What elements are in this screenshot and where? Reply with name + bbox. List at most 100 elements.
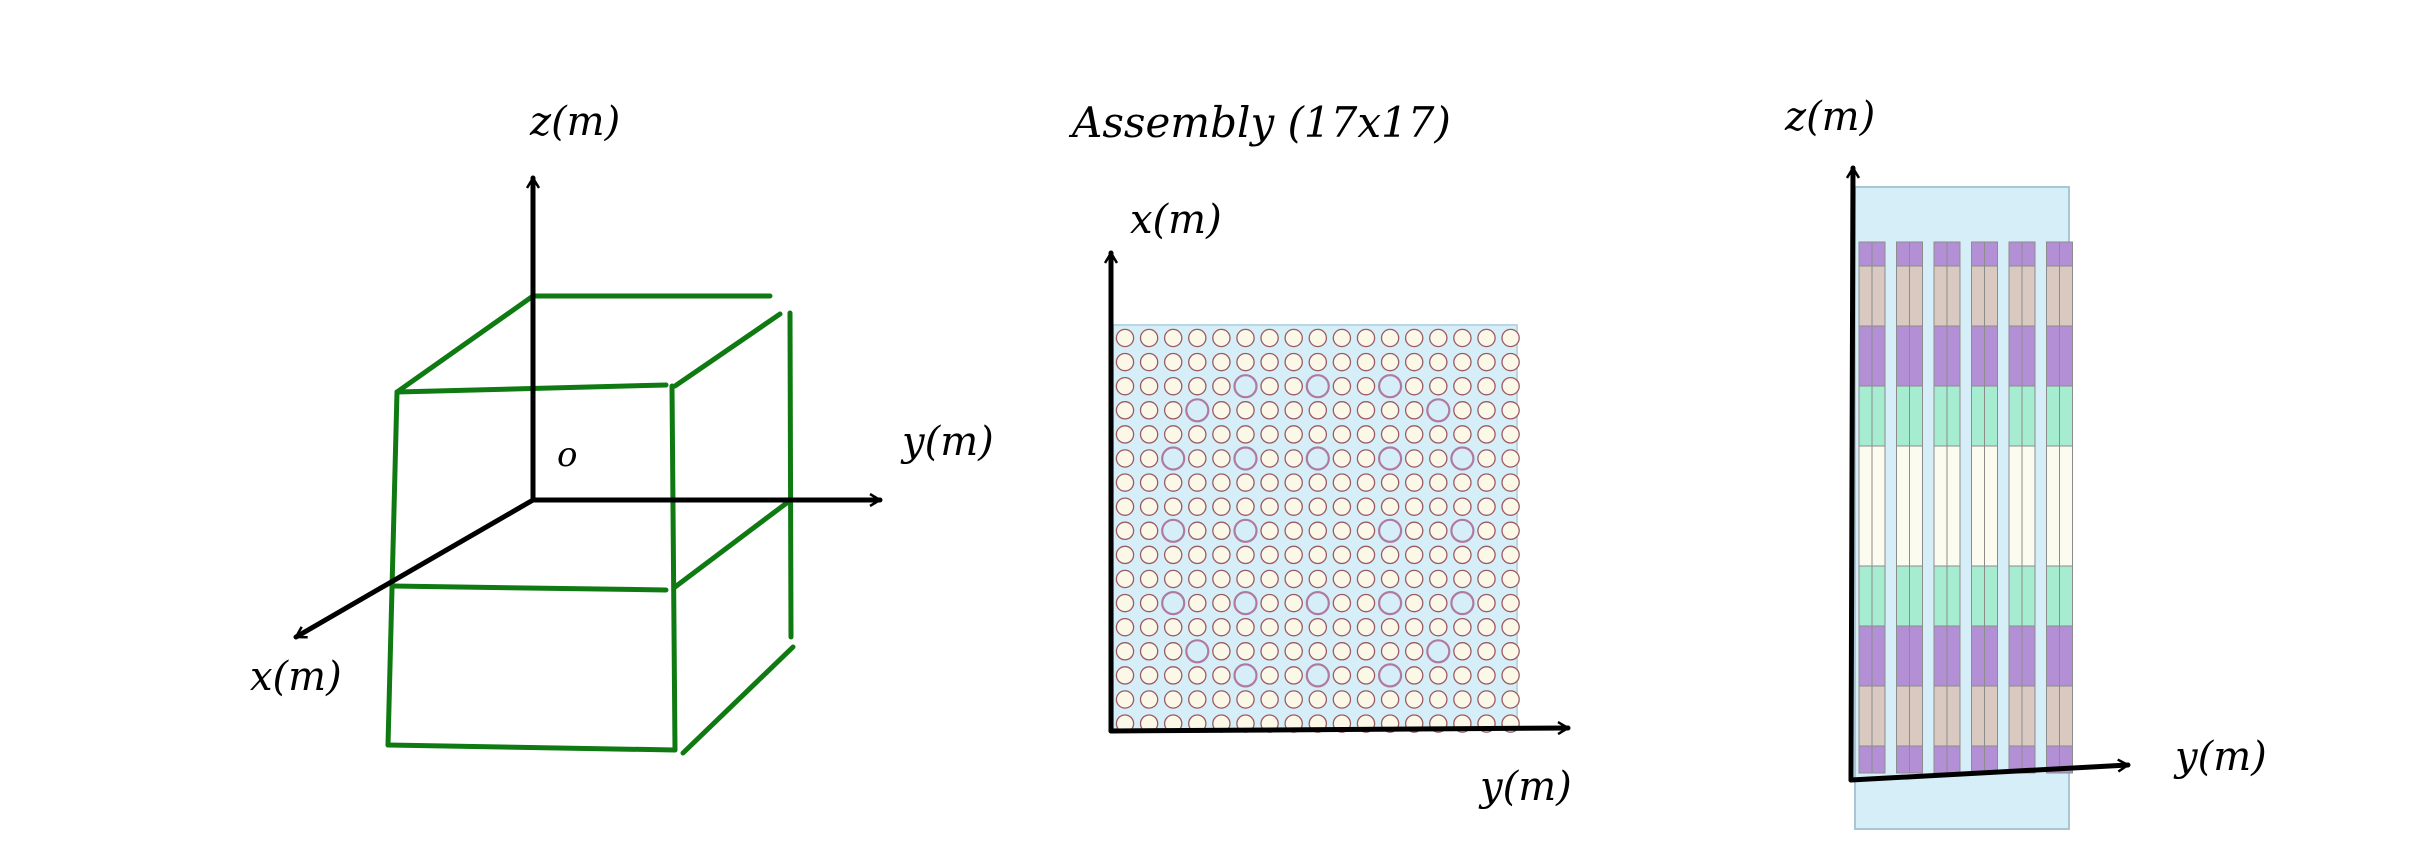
- fuel-pin: [1260, 642, 1279, 661]
- fuel-pin: [1429, 352, 1448, 372]
- fuel-pin: [1356, 521, 1376, 541]
- fuel-pin: [1404, 690, 1424, 709]
- fuel-pin: [1477, 593, 1496, 613]
- guide-tube: [1161, 518, 1186, 543]
- box-edge: [385, 389, 400, 748]
- fuel-pin: [1139, 642, 1159, 661]
- fuel-pin: [1284, 521, 1303, 541]
- fuel-pin: [1477, 352, 1496, 372]
- fuel-pin: [1453, 666, 1472, 685]
- fuel-pin: [1212, 545, 1231, 565]
- fuel-pin: [1139, 473, 1159, 492]
- box-edge: [385, 742, 678, 753]
- guide-tube: [1450, 518, 1475, 543]
- fuel-pin: [1284, 569, 1303, 589]
- fuel-pin: [1260, 569, 1279, 589]
- z-axis-label: z(m): [529, 99, 620, 145]
- fuel-pin: [1477, 473, 1496, 492]
- fuel-pin: [1404, 642, 1424, 661]
- fuel-pin: [1188, 666, 1207, 685]
- fuel-pin: [1139, 690, 1159, 709]
- fuel-pin: [1115, 376, 1135, 396]
- guide-tube: [1450, 590, 1475, 616]
- fuel-pin: [1404, 449, 1424, 468]
- fuel-pin: [1477, 690, 1496, 709]
- fuel-pin: [1308, 545, 1328, 565]
- fuel-pin: [1332, 666, 1352, 685]
- fuel-pin: [1332, 376, 1352, 396]
- y-axis-label: y(m): [1478, 764, 1572, 810]
- fuel-pin: [1477, 642, 1496, 661]
- fuel-pin: [1139, 521, 1159, 541]
- fuel-pin: [1188, 593, 1207, 613]
- guide-tube: [1233, 374, 1258, 399]
- fuel-pin: [1453, 497, 1472, 516]
- guide-tube: [1377, 663, 1403, 688]
- fuel-pin: [1380, 473, 1400, 492]
- fuel-pin: [1501, 666, 1520, 685]
- guide-tube: [1161, 590, 1186, 616]
- fuel-pin: [1163, 569, 1183, 589]
- fuel-pin: [1115, 425, 1135, 444]
- fuel-pin: [1332, 569, 1352, 589]
- panel-assembly-top-view: Assembly (17x17) x(m) y(m): [1068, 98, 1572, 810]
- fuel-pin: [1501, 545, 1520, 565]
- fuel-pin: [1453, 545, 1472, 565]
- fuel-pin: [1260, 401, 1279, 420]
- fuel-pin: [1501, 521, 1520, 541]
- fuel-pin: [1429, 593, 1448, 613]
- fuel-pin: [1429, 425, 1448, 444]
- fuel-pin: [1236, 328, 1255, 348]
- fuel-pin: [1188, 473, 1207, 492]
- fuel-pin: [1212, 642, 1231, 661]
- x-axis-label: x(m): [250, 654, 342, 700]
- fuel-pin: [1188, 545, 1207, 565]
- fuel-pin: [1404, 545, 1424, 565]
- side-background: [1854, 186, 2070, 830]
- fuel-pin: [1188, 425, 1207, 444]
- fuel-pin: [1284, 690, 1303, 709]
- fuel-pin: [1501, 425, 1520, 444]
- axes-side: [1851, 165, 2131, 783]
- fuel-pin: [1453, 569, 1472, 589]
- fuel-pin: [1139, 425, 1159, 444]
- panel-3d-coordinates: z(m) y(m) x(m) o: [250, 99, 994, 756]
- fuel-pin: [1380, 425, 1400, 444]
- fuel-pin: [1356, 401, 1376, 420]
- fuel-pin: [1356, 593, 1376, 613]
- fuel-pin: [1188, 521, 1207, 541]
- fuel-pin: [1260, 593, 1279, 613]
- fuel-pin: [1332, 497, 1352, 516]
- fuel-pin: [1308, 473, 1328, 492]
- y-axis-horizontal: [1108, 728, 1571, 731]
- fuel-pin: [1284, 473, 1303, 492]
- fuel-pin: [1212, 401, 1231, 420]
- fuel-pin: [1163, 473, 1183, 492]
- fuel-pin: [1356, 425, 1376, 444]
- fuel-pin: [1356, 545, 1376, 565]
- guide-tube: [1233, 590, 1258, 616]
- fuel-pin: [1477, 376, 1496, 396]
- fuel-pin: [1236, 401, 1255, 420]
- guide-tube: [1305, 374, 1330, 399]
- fuel-pin: [1139, 593, 1159, 613]
- fuel-pin: [1429, 666, 1448, 685]
- guide-tube: [1305, 590, 1330, 616]
- fuel-pin: [1380, 401, 1400, 420]
- fuel-pin: [1284, 497, 1303, 516]
- guide-tube: [1185, 639, 1210, 664]
- fuel-pin: [1332, 328, 1352, 348]
- fuel-pin: [1115, 352, 1135, 372]
- y-axis-label: y(m): [2173, 734, 2267, 780]
- fuel-pin: [1404, 425, 1424, 444]
- fuel-pin: [1139, 617, 1159, 637]
- fuel-pin: [1332, 521, 1352, 541]
- fuel-pin: [1356, 328, 1376, 348]
- fuel-pin: [1115, 642, 1135, 661]
- fuel-pin: [1404, 401, 1424, 420]
- fuel-pin: [1380, 352, 1400, 372]
- fuel-pin: [1260, 473, 1279, 492]
- fuel-pin: [1139, 328, 1159, 348]
- fuel-pin: [1115, 666, 1135, 685]
- fuel-pin: [1501, 642, 1520, 661]
